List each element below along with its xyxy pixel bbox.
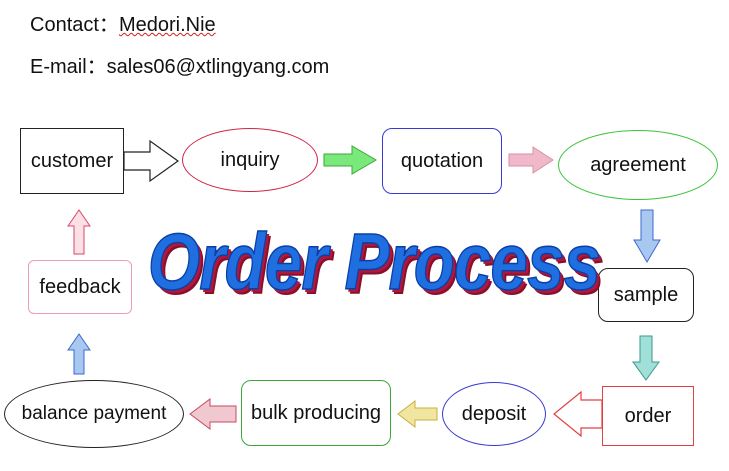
node-deposit-label: deposit [461,402,527,425]
node-feedback-label: feedback [39,275,121,298]
node-agreement-label: agreement [590,153,686,176]
arrow-order-to-deposit [553,390,603,438]
arrow-customer-to-inquiry [123,139,180,183]
contact-line: Contact：Medori.Nie [30,8,216,37]
node-customer-label: customer [30,149,114,172]
contact-label: Contact： [30,14,119,36]
arrow-balance-to-feedback [67,333,91,375]
node-bulk-producing: bulk producing [241,380,391,446]
arrow-inquiry-to-quotation [323,145,377,175]
node-quotation: quotation [382,128,502,194]
node-sample: sample [598,268,694,322]
node-balance-payment-label: balance payment [21,403,167,424]
order-process-title: Order Process [147,216,601,307]
node-feedback: feedback [28,260,132,314]
node-order-label: order [624,404,672,427]
email-line: E-mail：sales06@xtlingyang.com [30,50,329,79]
arrow-quotation-to-agreement [508,146,554,174]
email-address: sales06@xtlingyang.com [106,56,330,78]
arrow-sample-to-order [632,335,660,381]
node-agreement: agreement [558,130,718,200]
node-order: order [602,386,694,446]
arrow-bulk-to-balance [189,398,237,430]
node-inquiry: inquiry [182,128,318,192]
node-customer: customer [20,128,124,194]
node-inquiry-label: inquiry [220,148,280,171]
node-balance-payment: balance payment [4,380,184,448]
arrow-agreement-to-sample [633,209,661,263]
arrow-deposit-to-bulk [397,399,438,429]
arrow-feedback-to-customer [67,209,91,255]
node-deposit: deposit [442,382,546,446]
node-quotation-label: quotation [400,149,484,172]
contact-name: Medori.Nie [118,14,216,36]
email-label: E-mail： [30,56,107,78]
node-sample-label: sample [613,283,679,306]
node-bulk-producing-label: bulk producing [250,401,382,424]
